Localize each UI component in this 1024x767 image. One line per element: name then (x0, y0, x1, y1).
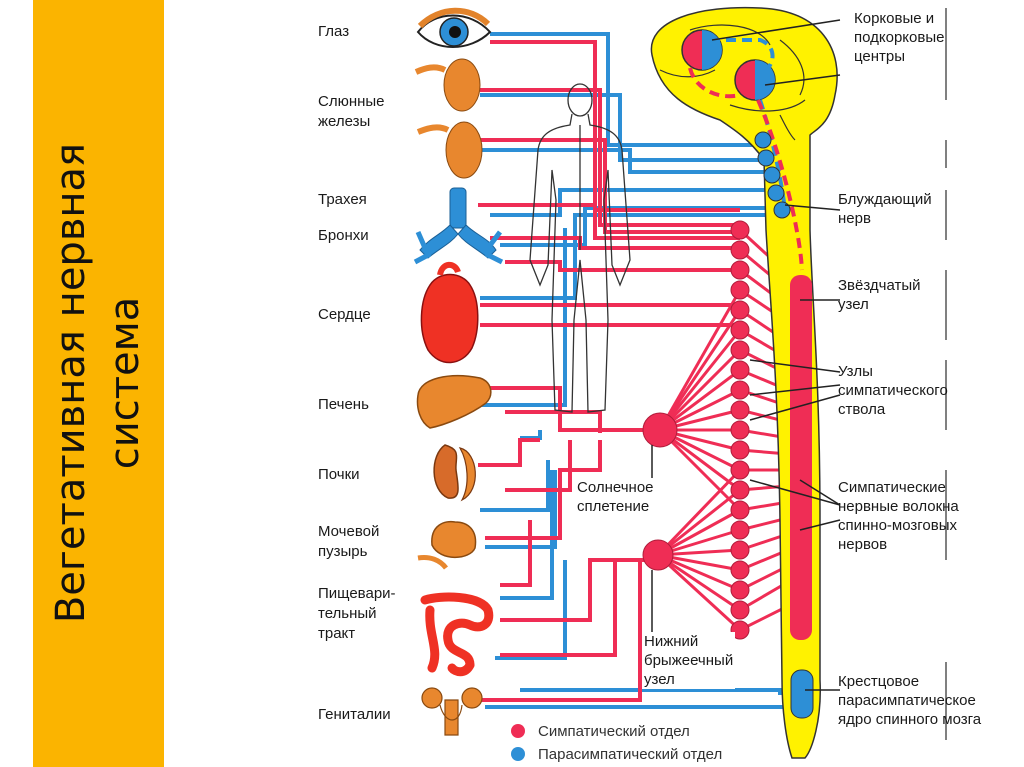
spinal-cord-sympathetic (790, 275, 812, 640)
digestive-tract-icon (420, 592, 494, 677)
annotation-cortical: Корковые и подкорковые центры (854, 10, 945, 65)
legend-parasympathetic-label: Парасимпатический отдел (538, 746, 723, 763)
annotation-sacral: Крестцовое парасимпатическое ядро спинно… (838, 673, 982, 728)
organ-label-kidneys: Почки (318, 466, 360, 483)
organ-label-bladder: Мочевой пузырь (318, 523, 380, 560)
salivary-glands-icon (414, 58, 483, 179)
legend-sympathetic-swatch (511, 724, 525, 738)
annotation-mesenteric: Нижний брыжеечный узел (642, 632, 736, 689)
organ-label-genitals: Гениталии (318, 706, 391, 723)
organ-label-salivary: Слюнные железы (318, 93, 385, 130)
annotation-stellate: Звёздчатый узел (838, 277, 921, 313)
eye-icon (416, 7, 492, 48)
annotation-vagus: Блуждающий нерв (838, 191, 932, 227)
organ-label-heart: Сердце (318, 306, 371, 323)
annotation-solar: Солнечное сплетение (575, 478, 656, 516)
trachea-bronchi-icon (413, 187, 504, 265)
liver-icon (416, 375, 492, 429)
sidebar-banner (33, 0, 164, 767)
mesenteric-node (642, 539, 674, 571)
legend-sympathetic-label: Симпатический отдел (538, 723, 690, 740)
organ-label-liver: Печень (318, 396, 369, 413)
genitals-icon (421, 687, 483, 736)
kidneys-icon (433, 444, 476, 502)
body-silhouette-icon (529, 83, 631, 413)
legend-parasympathetic-swatch (511, 747, 525, 761)
organ-label-eye: Глаз (318, 23, 350, 40)
annotation-sympathetic-trunk: Узлы симпатического ствола (838, 363, 948, 418)
organ-label-bronchi: Бронхи (318, 227, 369, 244)
solar-plexus-node (642, 412, 678, 448)
sacral-nucleus (790, 669, 814, 719)
sympathetic-trunk-ganglia (730, 220, 750, 640)
organ-label-digestive: Пищевари- тельный тракт (318, 585, 396, 642)
organ-label-trachea: Трахея (318, 191, 367, 208)
annotation-spinal-fibers: Симпатические нервные волокна спинно-моз… (838, 479, 959, 553)
parasympathetic-fibers (480, 32, 800, 709)
heart-icon (420, 261, 479, 364)
bladder-icon (417, 520, 477, 570)
